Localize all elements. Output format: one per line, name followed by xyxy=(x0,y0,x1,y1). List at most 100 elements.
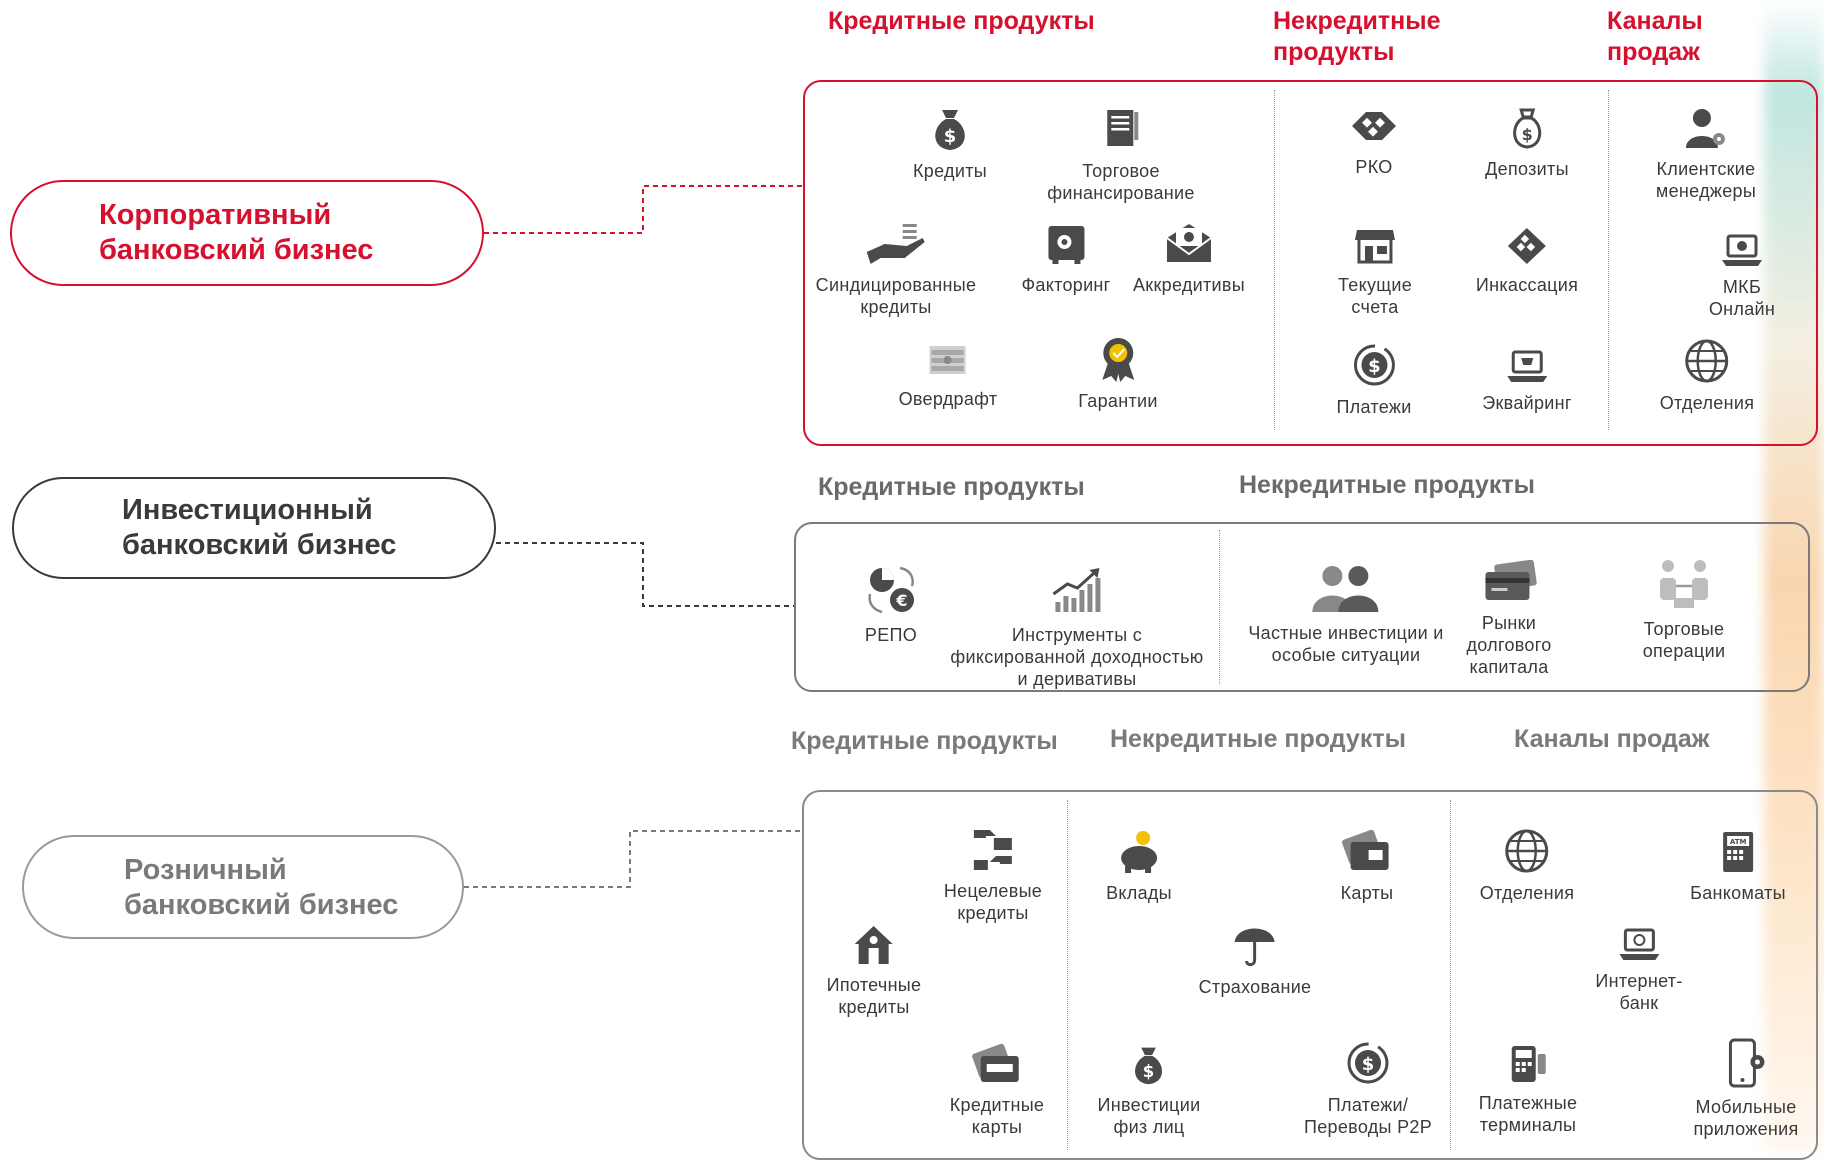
manager-gear-icon xyxy=(1686,109,1725,148)
corporate-connector xyxy=(484,185,803,234)
corporate-item-letters-of-credit-label: Аккредитивы xyxy=(1132,275,1246,295)
retail-item-mobile-apps: Мобильные приложения xyxy=(1693,1038,1798,1140)
svg-text:$: $ xyxy=(1521,125,1532,144)
retail-item-payment-terminals: Платежные терминалы xyxy=(1479,1044,1578,1136)
investment-item-repo-label: РЕПО xyxy=(864,625,918,645)
investment-box xyxy=(794,522,1810,692)
corporate-item-branches: Отделения xyxy=(1660,338,1755,414)
corporate-box xyxy=(803,80,1818,446)
investment-divider xyxy=(1219,530,1220,684)
corporate-item-overdraft: Овердрафт xyxy=(899,340,998,410)
corporate-title: Корпоративный банковский бизнес xyxy=(99,199,374,266)
corporate-item-encashment-label: Инкассация xyxy=(1475,275,1579,295)
laptop-dollar-icon xyxy=(1722,234,1762,266)
people-icon xyxy=(1312,566,1378,612)
svg-text:$: $ xyxy=(1362,1054,1375,1075)
laptop-globe-icon xyxy=(1618,928,1659,960)
retail-credit-header: Кредитные продукты xyxy=(791,727,1058,755)
trading-people-icon xyxy=(1660,560,1708,608)
cards-icon xyxy=(1485,560,1537,600)
corporate-channels-header: Каналы продаж xyxy=(1607,7,1703,66)
corporate-item-rko-label: РКО xyxy=(1355,157,1393,177)
storefront-icon xyxy=(1355,230,1395,264)
corporate-item-mkb-online: МКБ Онлайн xyxy=(1701,234,1783,320)
dollar-cycle-icon: $ xyxy=(1353,344,1395,386)
retail-item-credit-cards-label: Кредитные карты xyxy=(949,1095,1045,1137)
retail-divider-2 xyxy=(1450,800,1451,1150)
retail-item-mortgage-label: Ипотечные кредиты xyxy=(826,975,922,1017)
retail-item-cards: Карты xyxy=(1341,828,1394,904)
cash-stack-icon xyxy=(929,346,966,374)
investment-connector xyxy=(496,542,794,607)
corporate-item-deposits: $ Депозиты xyxy=(1485,106,1569,180)
corporate-item-current-accounts-label: Текущие счета xyxy=(1337,275,1413,317)
corporate-item-deposits-label: Депозиты xyxy=(1485,159,1569,179)
corporate-item-trade-finance: Торговое финансирование xyxy=(1047,106,1194,204)
corporate-item-syndicated-label: Синдицированные кредиты xyxy=(815,275,977,317)
retail-item-p2p-label: Платежи/ Переводы P2P xyxy=(1303,1095,1433,1137)
corporate-item-overdraft-label: Овердрафт xyxy=(898,389,998,409)
corporate-item-rko: РКО xyxy=(1348,106,1400,178)
corporate-item-client-managers-label: Клиентские менеджеры xyxy=(1655,159,1757,201)
network-icon xyxy=(1352,112,1396,140)
retail-item-cards-label: Карты xyxy=(1340,883,1394,903)
retail-item-p2p: $ Платежи/ Переводы P2P xyxy=(1304,1040,1432,1138)
network-small-icon xyxy=(1508,228,1546,264)
retail-title: Розничный банковский бизнес xyxy=(124,854,399,921)
retail-item-insurance: Страхование xyxy=(1199,920,1312,998)
investment-item-private-investments: Частные инвестиции и особые ситуации xyxy=(1248,562,1443,666)
corporate-noncredit-header: Некредитные продукты xyxy=(1273,7,1441,66)
corporate-item-payments: $ Платежи xyxy=(1336,342,1411,418)
investment-pill: Инвестиционный банковский бизнес xyxy=(12,477,496,579)
investment-item-trading: Торговые операции xyxy=(1614,558,1754,662)
edge-gradient-decoration xyxy=(1764,0,1824,1153)
retail-item-branches-label: Отделения xyxy=(1479,883,1575,903)
investment-item-debt-markets: Рынки долгового капитала xyxy=(1466,560,1551,678)
retail-item-retail-investments: $ Инвестиции физ лиц xyxy=(1098,1044,1201,1138)
growth-chart-icon xyxy=(1052,568,1100,612)
corporate-item-trade-finance-label: Торговое финансирование xyxy=(1047,161,1195,203)
retail-item-insurance-label: Страхование xyxy=(1198,977,1312,997)
retail-item-mobile-apps-label: Мобильные приложения xyxy=(1693,1097,1799,1139)
retail-item-atms-label: Банкоматы xyxy=(1690,883,1786,903)
corporate-item-encashment: Инкассация xyxy=(1476,226,1578,296)
dollar-cycle-icon: $ xyxy=(1347,1042,1389,1084)
svg-text:$: $ xyxy=(944,126,957,147)
retail-item-consumer-loans: Нецелевые кредиты xyxy=(944,826,1042,924)
credit-card-icon xyxy=(972,1043,1019,1082)
retail-item-mortgage: Ипотечные кредиты xyxy=(827,922,922,1018)
deposit-bag-icon: $ xyxy=(1513,108,1541,149)
mobile-gear-icon xyxy=(1728,1038,1764,1088)
pos-terminal-icon xyxy=(1511,1046,1546,1082)
envelope-money-icon xyxy=(1166,224,1212,262)
corporate-item-payments-label: Платежи xyxy=(1336,397,1412,417)
corporate-item-mkb-online-label: МКБ Онлайн xyxy=(1708,277,1776,319)
corporate-pill: Корпоративный банковский бизнес xyxy=(10,180,484,286)
investment-noncredit-header: Некредитные продукты xyxy=(1239,471,1535,499)
retail-item-payment-terminals-label: Платежные терминалы xyxy=(1478,1093,1578,1135)
retail-item-savings: Вклады xyxy=(1106,830,1172,904)
money-bag-icon: $ xyxy=(1135,1047,1163,1085)
svg-text:ATM: ATM xyxy=(1730,838,1747,846)
corporate-item-current-accounts: Текущие счета xyxy=(1338,226,1412,318)
corporate-divider-1 xyxy=(1274,90,1275,430)
corporate-credit-header: Кредитные продукты xyxy=(828,7,1095,35)
corporate-divider-2 xyxy=(1608,90,1609,430)
corporate-item-client-managers: Клиентские менеджеры xyxy=(1656,106,1756,202)
retail-item-savings-label: Вклады xyxy=(1106,883,1172,903)
document-icon xyxy=(1106,110,1138,146)
investment-item-debt-markets-label: Рынки долгового капитала xyxy=(1466,613,1552,677)
investment-item-fixed-income: Инструменты с фиксированной доходностью … xyxy=(950,566,1203,690)
corporate-item-branches-label: Отделения xyxy=(1659,393,1755,413)
corporate-item-factoring: Факторинг xyxy=(1021,222,1110,296)
investment-credit-header: Кредитные продукты xyxy=(818,473,1085,501)
corporate-item-syndicated: Синдицированные кредиты xyxy=(816,222,977,318)
safe-icon xyxy=(1047,226,1084,264)
svg-text:$: $ xyxy=(1368,356,1381,377)
corporate-item-guarantees-label: Гарантии xyxy=(1078,391,1158,411)
investment-item-fixed-income-label: Инструменты с фиксированной доходностью … xyxy=(950,625,1204,689)
card-icon xyxy=(1342,829,1389,870)
piggy-bank-icon xyxy=(1121,831,1157,873)
retail-item-internet-bank-label: Интернет- банк xyxy=(1595,971,1683,1013)
